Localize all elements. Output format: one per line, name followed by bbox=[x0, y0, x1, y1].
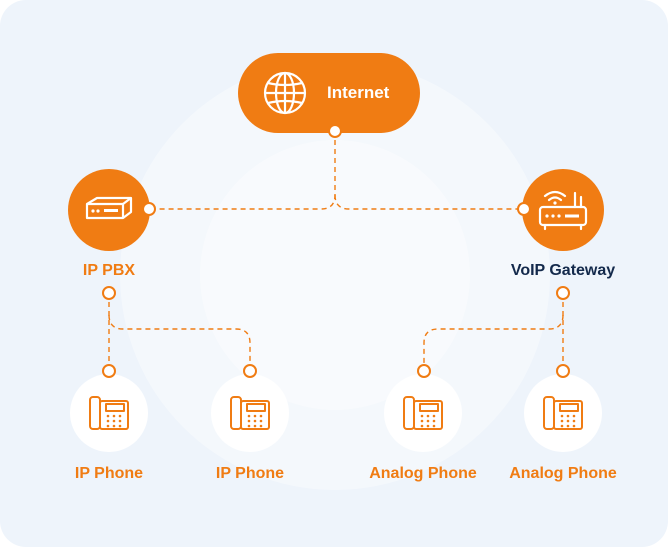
internet-connector bbox=[328, 124, 342, 138]
link-internet-gateway bbox=[334, 194, 524, 210]
desk-phone-icon bbox=[403, 396, 443, 430]
desk-phone-icon bbox=[89, 396, 129, 430]
link-pbx-phone-2 bbox=[108, 314, 251, 370]
phone-label-3: Analog Phone bbox=[369, 465, 477, 482]
voip-gateway-connector-bottom bbox=[556, 286, 570, 300]
desk-phone-icon bbox=[230, 396, 270, 430]
voip-gateway-connector-left bbox=[517, 202, 531, 216]
voip-gateway-node bbox=[522, 169, 604, 251]
ip-pbx-node bbox=[68, 169, 150, 251]
phone-node-2 bbox=[211, 374, 289, 452]
ip-pbx-connector-bottom bbox=[102, 286, 116, 300]
phone-node-4 bbox=[524, 374, 602, 452]
ip-pbx-label: IP PBX bbox=[82, 262, 136, 279]
desk-phone-icon bbox=[543, 396, 583, 430]
phone-4-connector bbox=[556, 364, 570, 378]
phone-label-2: IP Phone bbox=[215, 465, 285, 482]
globe-icon bbox=[263, 71, 307, 115]
link-gateway-phone-3 bbox=[423, 314, 564, 370]
link-internet-trunk bbox=[149, 131, 336, 210]
internet-label: Internet bbox=[327, 83, 390, 102]
phone-label-4: Analog Phone bbox=[509, 465, 617, 482]
phone-2-connector bbox=[243, 364, 257, 378]
pbx-device-icon bbox=[85, 196, 133, 220]
phone-node-1 bbox=[70, 374, 148, 452]
phone-node-3 bbox=[384, 374, 462, 452]
ip-pbx-connector-right bbox=[142, 202, 156, 216]
phone-label-1: IP Phone bbox=[74, 465, 144, 482]
router-icon bbox=[538, 190, 588, 231]
internet-node: Internet bbox=[238, 53, 420, 133]
phone-3-connector bbox=[417, 364, 431, 378]
voip-gateway-label: VoIP Gateway bbox=[510, 262, 616, 279]
phone-1-connector bbox=[102, 364, 116, 378]
